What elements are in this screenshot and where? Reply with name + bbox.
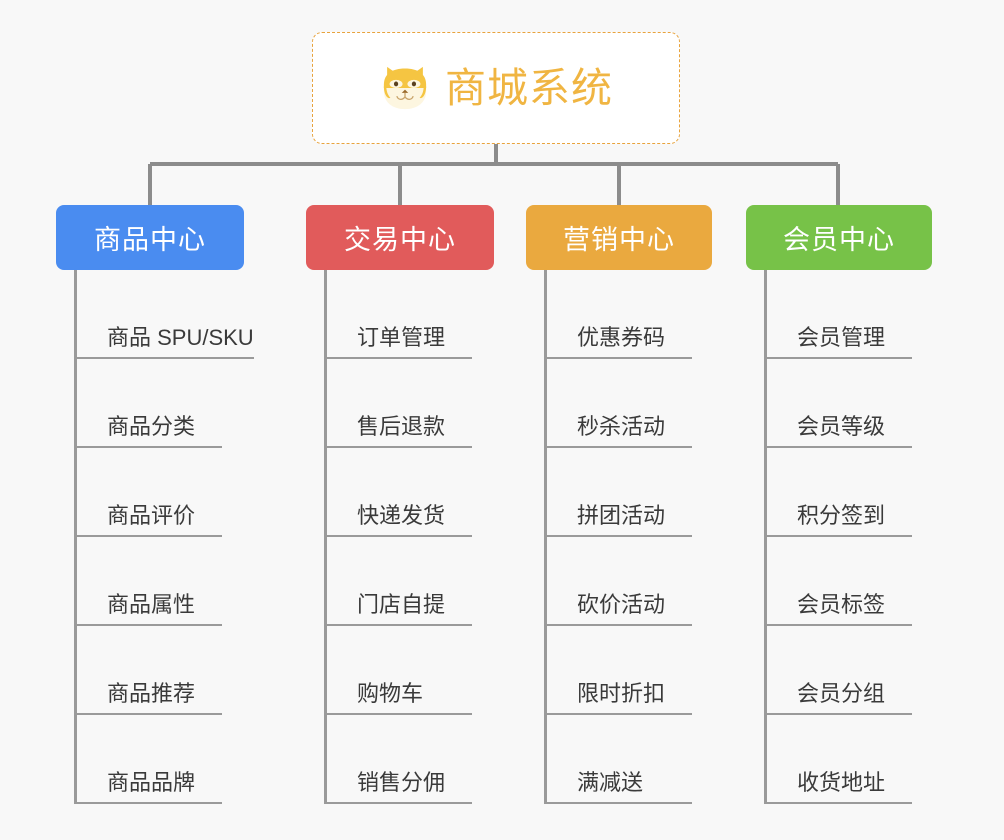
leaf-item[interactable]: 秒杀活动 [547, 359, 744, 448]
leaf-label: 商品评价 [77, 503, 222, 537]
leaf-label: 门店自提 [327, 592, 472, 626]
leaf-label: 拼团活动 [547, 503, 692, 537]
branch-column-2: 营销中心 优惠券码 秒杀活动 拼团活动 砍价活动 限时折扣 [526, 205, 746, 804]
category-header-1[interactable]: 交易中心 [306, 205, 494, 270]
leaf-item[interactable]: 满减送 [547, 715, 744, 804]
category-header-3[interactable]: 会员中心 [746, 205, 932, 270]
leaf-label: 收货地址 [767, 770, 912, 804]
leaf-label: 优惠券码 [547, 325, 692, 359]
leaf-label: 商品 SPU/SKU [77, 325, 254, 359]
leaf-label: 商品品牌 [77, 770, 222, 804]
leaf-label: 会员管理 [767, 325, 912, 359]
leaf-item[interactable]: 商品 SPU/SKU [77, 270, 274, 359]
leaf-label: 商品属性 [77, 592, 222, 626]
category-header-2[interactable]: 营销中心 [526, 205, 712, 270]
leaf-label: 满减送 [547, 770, 692, 804]
leaf-label: 会员等级 [767, 414, 912, 448]
leaf-list-2: 优惠券码 秒杀活动 拼团活动 砍价活动 限时折扣 满减送 [544, 270, 744, 804]
leaf-item[interactable]: 砍价活动 [547, 537, 744, 626]
leaf-item[interactable]: 会员分组 [767, 626, 964, 715]
branch-column-1: 交易中心 订单管理 售后退款 快递发货 门店自提 购物车 [306, 205, 526, 804]
leaf-item[interactable]: 商品推荐 [77, 626, 274, 715]
leaf-item[interactable]: 会员管理 [767, 270, 964, 359]
branch-column-3: 会员中心 会员管理 会员等级 积分签到 会员标签 会员分组 [746, 205, 966, 804]
leaf-label: 订单管理 [327, 325, 472, 359]
branch-columns: 商品中心 商品 SPU/SKU 商品分类 商品评价 商品属性 商品推荐 [0, 205, 1004, 825]
leaf-item[interactable]: 拼团活动 [547, 448, 744, 537]
category-label-0: 商品中心 [94, 225, 206, 255]
leaf-item[interactable]: 订单管理 [327, 270, 524, 359]
leaf-item[interactable]: 商品品牌 [77, 715, 274, 804]
leaf-label: 限时折扣 [547, 681, 692, 715]
leaf-label: 销售分佣 [327, 770, 472, 804]
leaf-item[interactable]: 会员标签 [767, 537, 964, 626]
root-title: 商城系统 [445, 64, 613, 111]
leaf-label: 商品分类 [77, 414, 222, 448]
branch-column-0: 商品中心 商品 SPU/SKU 商品分类 商品评价 商品属性 商品推荐 [56, 205, 276, 804]
category-label-2: 营销中心 [563, 225, 675, 255]
leaf-item[interactable]: 积分签到 [767, 448, 964, 537]
leaf-label: 积分签到 [767, 503, 912, 537]
leaf-label: 售后退款 [327, 414, 472, 448]
root-node[interactable]: 商城系统 [312, 32, 680, 144]
leaf-item[interactable]: 优惠券码 [547, 270, 744, 359]
leaf-list-0: 商品 SPU/SKU 商品分类 商品评价 商品属性 商品推荐 商品品牌 [74, 270, 274, 804]
leaf-item[interactable]: 门店自提 [327, 537, 524, 626]
category-label-1: 交易中心 [344, 225, 456, 255]
category-header-0[interactable]: 商品中心 [56, 205, 244, 270]
leaf-label: 会员标签 [767, 592, 912, 626]
leaf-item[interactable]: 商品分类 [77, 359, 274, 448]
leaf-label: 商品推荐 [77, 681, 222, 715]
leaf-item[interactable]: 限时折扣 [547, 626, 744, 715]
leaf-item[interactable]: 销售分佣 [327, 715, 524, 804]
category-label-3: 会员中心 [783, 225, 895, 255]
leaf-item[interactable]: 商品属性 [77, 537, 274, 626]
leaf-item[interactable]: 会员等级 [767, 359, 964, 448]
leaf-label: 秒杀活动 [547, 414, 692, 448]
leaf-label: 会员分组 [767, 681, 912, 715]
leaf-list-1: 订单管理 售后退款 快递发货 门店自提 购物车 销售分佣 [324, 270, 524, 804]
leaf-label: 砍价活动 [547, 592, 692, 626]
leaf-list-3: 会员管理 会员等级 积分签到 会员标签 会员分组 收货地址 [764, 270, 964, 804]
leaf-item[interactable]: 收货地址 [767, 715, 964, 804]
leaf-label: 购物车 [327, 681, 472, 715]
shiba-dog-face-icon [383, 66, 427, 110]
leaf-item[interactable]: 商品评价 [77, 448, 274, 537]
leaf-item[interactable]: 购物车 [327, 626, 524, 715]
leaf-item[interactable]: 售后退款 [327, 359, 524, 448]
leaf-item[interactable]: 快递发货 [327, 448, 524, 537]
leaf-label: 快递发货 [327, 503, 472, 537]
